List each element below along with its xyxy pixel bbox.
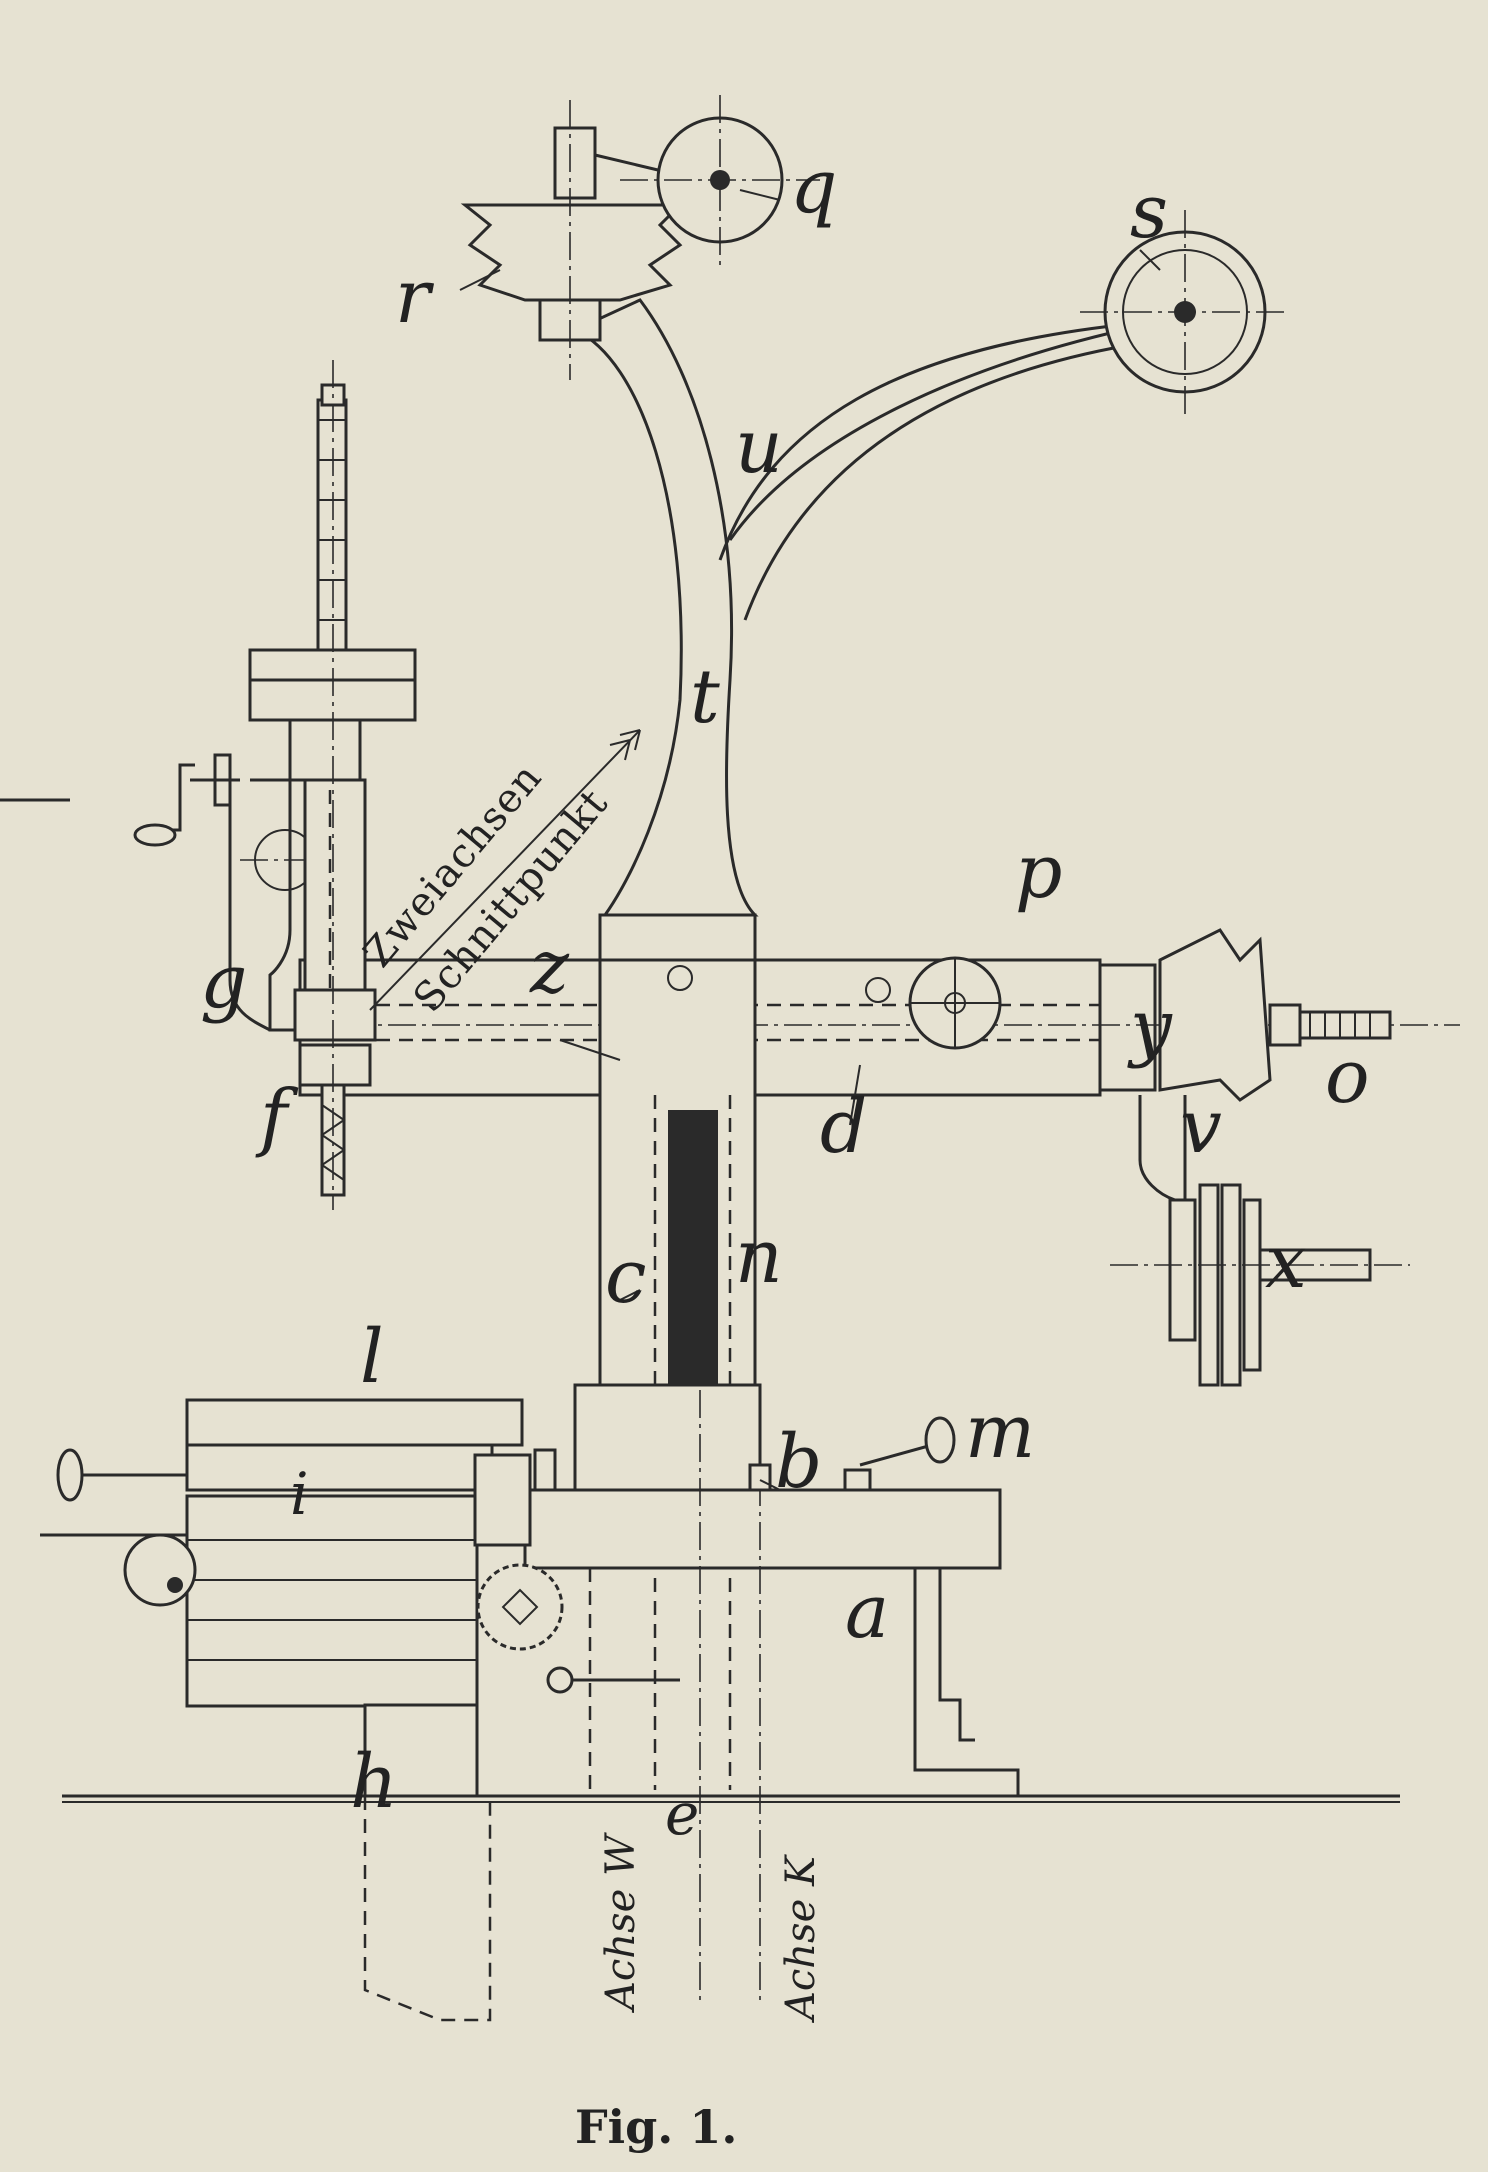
- label-t: t: [690, 654, 720, 740]
- wheel-q: [620, 95, 820, 270]
- stepped-pulley-r: [460, 100, 701, 380]
- label-x: x: [1265, 1219, 1307, 1305]
- label-o: o: [1325, 1034, 1370, 1120]
- axis-label-k: Achse K: [778, 1856, 824, 2020]
- label-d: d: [820, 1084, 868, 1170]
- label-i: i: [290, 1460, 309, 1528]
- label-v: v: [1180, 1084, 1222, 1170]
- label-e: e: [665, 1780, 700, 1848]
- wheel-s: [1080, 210, 1290, 420]
- table-l: [40, 1398, 532, 2022]
- label-n: n: [735, 1214, 783, 1300]
- label-h: h: [350, 1739, 398, 1825]
- leader-lines: [459, 189, 1161, 1491]
- label-c: c: [605, 1234, 647, 1320]
- intersection-arrow: [369, 729, 641, 1011]
- pulley-v: [1158, 928, 1392, 1102]
- axis-label-w: Achse W: [598, 1834, 644, 2010]
- rack-n: [668, 1110, 718, 1385]
- label-r: r: [395, 254, 431, 340]
- handwheel-p: [865, 956, 1002, 1050]
- label-p: p: [1015, 829, 1063, 915]
- label-b: b: [775, 1419, 823, 1505]
- column-c: [598, 913, 757, 1790]
- figure-caption: Fig. 1.: [575, 2100, 738, 2154]
- lever-m: [859, 1416, 956, 1467]
- pulley-stack-x: [1110, 1095, 1410, 1387]
- label-z: z: [530, 924, 569, 1010]
- label-g: g: [200, 939, 248, 1025]
- label-q: q: [790, 144, 838, 230]
- base-a: [523, 1383, 1020, 2000]
- label-m: m: [965, 1389, 1036, 1475]
- gear: [476, 1563, 680, 1694]
- label-a: a: [845, 1569, 890, 1655]
- label-f: f: [260, 1074, 288, 1160]
- label-s: s: [1130, 169, 1168, 255]
- bracket-arm-u: [718, 323, 1121, 561]
- drill-head-g: [0, 360, 417, 1210]
- label-y: y: [1130, 984, 1172, 1070]
- label-l: l: [360, 1314, 384, 1400]
- label-u: u: [735, 404, 783, 490]
